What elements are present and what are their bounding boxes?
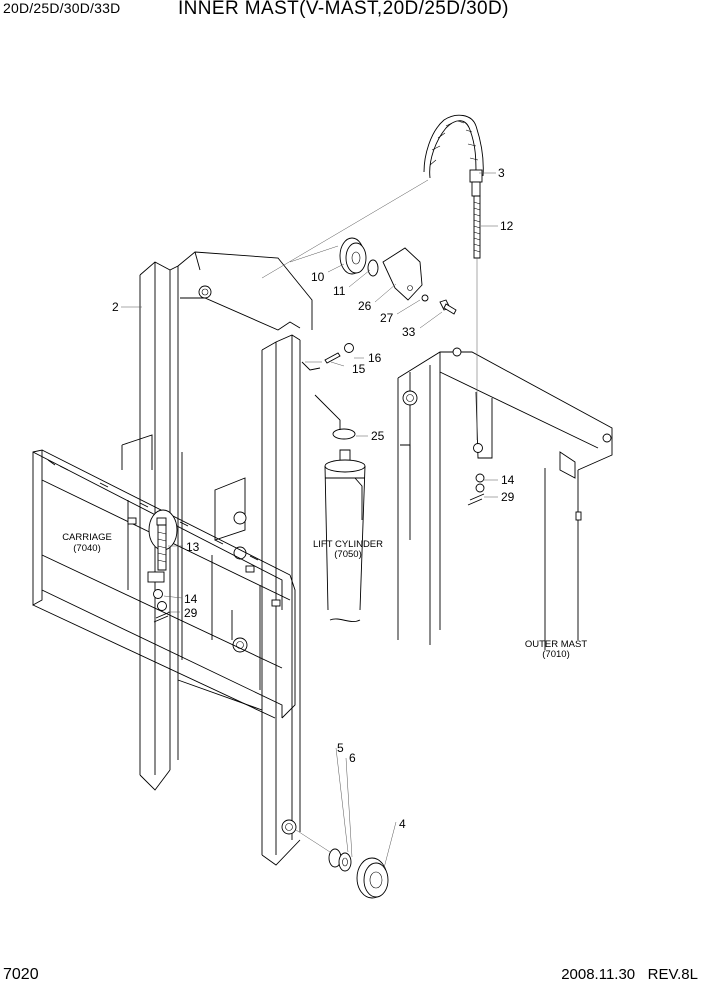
callout-14-outer: 14 xyxy=(501,473,515,487)
callout-29-carriage: 29 xyxy=(184,606,198,620)
callout-13: 13 xyxy=(186,540,200,554)
callout-5: 5 xyxy=(337,741,344,755)
page-title: INNER MAST(V-MAST,20D/25D/30D) xyxy=(178,0,509,19)
callout-2: 2 xyxy=(112,300,119,314)
callout-14-carriage: 14 xyxy=(184,592,198,606)
callout-4: 4 xyxy=(399,817,406,831)
outer-mast-code: (7010) xyxy=(542,649,569,660)
callout-10: 10 xyxy=(311,270,325,284)
outer-mast-label: OUTER MAST xyxy=(525,639,587,650)
callout-leaders xyxy=(121,172,498,869)
carriage-label: CARRIAGE xyxy=(62,532,112,543)
callout-3: 3 xyxy=(498,166,505,180)
pin-nut-drawing xyxy=(301,343,354,371)
inner-mast-drawing xyxy=(121,251,313,866)
callout-16: 16 xyxy=(368,351,382,365)
lift-cylinder-code: (7050) xyxy=(334,549,361,560)
callout-11: 11 xyxy=(333,284,346,298)
lift-cylinder-label: LIFT CYLINDER xyxy=(313,539,383,550)
model-list: 20D/25D/30D/33D xyxy=(3,0,121,16)
lift-cylinder-drawing xyxy=(314,394,366,622)
revision-info: 2008.11.30 REV.8L xyxy=(561,966,698,983)
sheave-assembly-drawing xyxy=(289,237,457,315)
revision-date: 2008.11.30 xyxy=(561,966,636,983)
callout-12: 12 xyxy=(500,219,514,233)
callout-29-outer: 29 xyxy=(501,490,515,504)
roller-bearing-drawing xyxy=(295,829,389,899)
callout-15: 15 xyxy=(352,362,366,376)
callout-26: 26 xyxy=(358,299,372,313)
callout-33: 33 xyxy=(402,325,416,339)
callout-25: 25 xyxy=(371,429,385,443)
carriage-drawing xyxy=(32,449,296,719)
revision-code: REV.8L xyxy=(647,966,698,983)
outer-mast-drawing xyxy=(397,347,613,650)
callout-6: 6 xyxy=(349,751,356,765)
carriage-anchor-drawing xyxy=(147,258,485,623)
callout-27: 27 xyxy=(380,311,394,325)
carriage-code: (7040) xyxy=(73,543,100,554)
lift-chain-drawing xyxy=(261,114,484,279)
page-number: 7020 xyxy=(3,966,39,983)
